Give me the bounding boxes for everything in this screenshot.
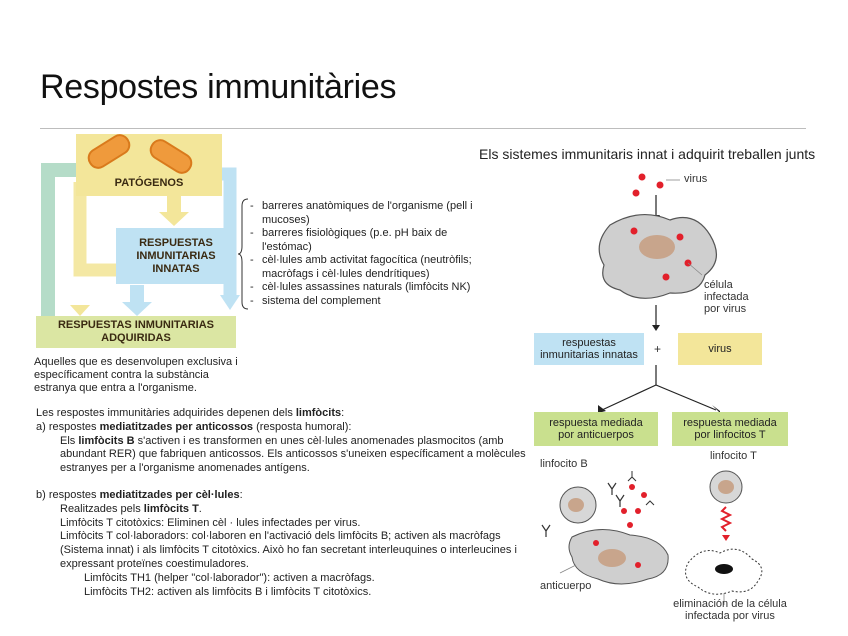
- virus-label: virus: [684, 173, 708, 185]
- innate-label-line: RESPUESTAS: [139, 236, 213, 249]
- innate-responses-box: respuestas inmunitarias innatas: [534, 333, 644, 365]
- list-item: cèl·lules amb activitat fagocítica (neut…: [248, 254, 478, 281]
- page-title: Respostes immunitàries: [40, 68, 397, 106]
- innate-label-line: INMUNITARIAS: [136, 249, 216, 262]
- elimination-label: eliminación de la célula infectada por v…: [673, 598, 787, 622]
- innate-label-line: INNATAS: [152, 262, 200, 275]
- cellular-heading: b) respostes mediatitzades per cèl·lules…: [36, 488, 243, 501]
- lymphocyte-text: Les respostes immunitàries adquirides de…: [36, 407, 526, 599]
- right-diagram-graphics: [541, 173, 763, 605]
- cellular-line: Limfòcits TH2: activen als limfòcits B i…: [84, 585, 372, 598]
- virus-box: virus: [678, 333, 762, 365]
- pathogens-label: PATÓGENOS: [114, 177, 184, 189]
- diagram-subtitle: Els sistemes immunitaris innat i adquiri…: [479, 146, 816, 162]
- adaptive-response-box: RESPUESTAS INMUNITARIAS ADQUIRIDAS: [36, 316, 236, 348]
- b-cell-label: linfocito B: [540, 458, 588, 470]
- cellular-line: Limfòcits T col·laboradors: col·laboren …: [60, 530, 517, 570]
- infected-cell-label: célula infectada por virus: [704, 279, 749, 315]
- innate-response-box: RESPUESTAS INMUNITARIAS INNATAS: [116, 228, 236, 284]
- list-item: barreres fisiològiques (p.e. pH baix de …: [248, 227, 478, 254]
- list-item: sistema del complement: [248, 295, 478, 309]
- intro-line: Les respostes immunitàries adquirides de…: [36, 407, 345, 419]
- humoral-detail: Els limfòcits B s'activen i es transform…: [60, 434, 526, 475]
- title-divider: [40, 128, 806, 129]
- cellular-line: Limfòcits T citotòxics: Eliminen cèl · l…: [60, 516, 361, 529]
- cellular-line: Limfòcits TH1 (helper "col·laborador"): …: [84, 571, 375, 584]
- list-item: barreres anatòmiques de l'organisme (pel…: [248, 200, 478, 227]
- tcell-response-box: respuesta mediada por linfocitos T: [672, 412, 788, 446]
- cellular-line: Realitzades pels limfòcits T.: [60, 502, 202, 515]
- antibody-response-box: respuesta mediada por anticuerpos: [534, 412, 658, 446]
- antibody-label: anticuerpo: [540, 580, 592, 592]
- list-item: cèl·lules assassines naturals (limfòcits…: [248, 281, 478, 295]
- t-cell-label: linfocito T: [710, 450, 757, 462]
- adaptive-label-line: RESPUESTAS INMUNITARIAS: [57, 319, 215, 331]
- humoral-heading: a) respostes mediatitzades per anticosso…: [36, 420, 352, 433]
- adaptive-description: Aquelles que es desenvolupen exclusiva i…: [34, 356, 238, 394]
- plus-sign: +: [654, 342, 662, 356]
- innate-mechanisms-list: barreres anatòmiques de l'organisme (pel…: [248, 200, 478, 308]
- adaptive-label-line: ADQUIRIDAS: [101, 332, 171, 344]
- brace-icon: [238, 198, 249, 310]
